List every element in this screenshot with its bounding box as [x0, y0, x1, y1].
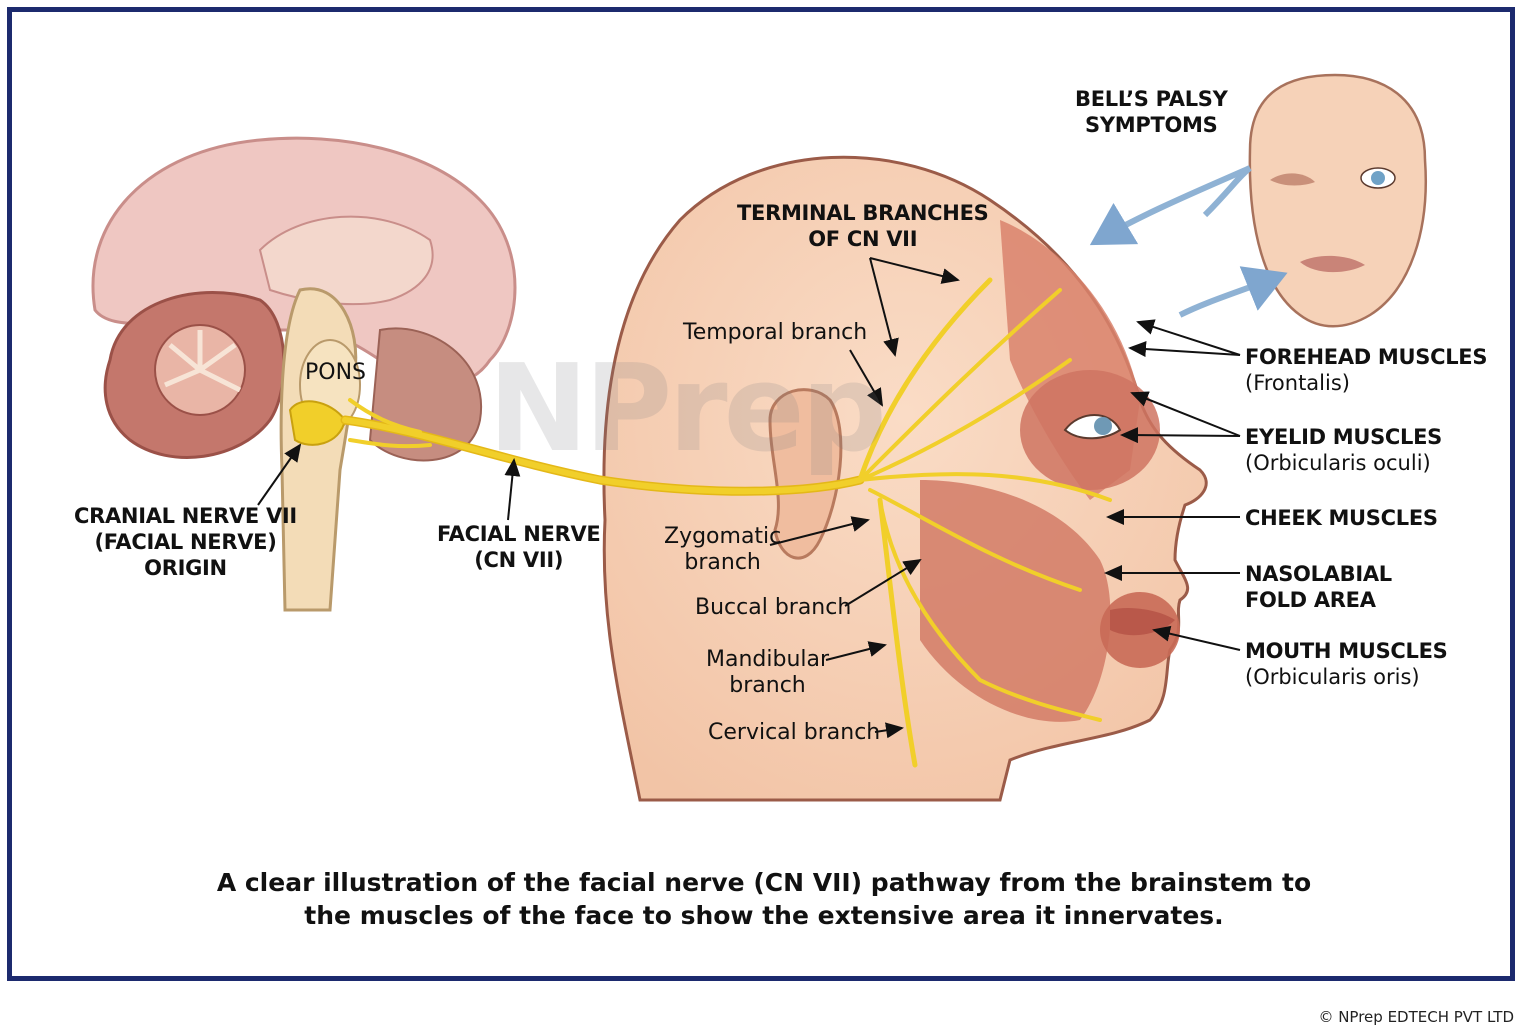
- leader-arrows: [257, 257, 1241, 739]
- mandibular-branch-nerve: [878, 498, 1102, 722]
- cranial-nerve-origin-label: CRANIAL NERVE VII(FACIAL NERVE)ORIGIN: [74, 504, 297, 580]
- zygomatic-branch-nerve: [858, 358, 1072, 482]
- buccal-branch-nerve: [868, 488, 1082, 592]
- facial-nerve-label: FACIAL NERVE(CN VII): [437, 522, 601, 572]
- brain-sagittal-section: [91, 136, 517, 612]
- forehead-muscles-label: FOREHEAD MUSCLES(Frontalis): [1245, 345, 1488, 395]
- copyright-notice: © NPrep EDTECH PVT LTD: [1318, 1008, 1514, 1026]
- eyelid-muscles-label: EYELID MUSCLES(Orbicularis oculi): [1245, 425, 1442, 475]
- buccal-branch-label: Buccal branch: [695, 595, 852, 620]
- figure-caption: A clear illustration of the facial nerve…: [216, 868, 1312, 930]
- drooping-eyelid: [1270, 173, 1315, 186]
- cervical-branch-nerve: [877, 497, 918, 768]
- patient-iris: [1371, 171, 1385, 185]
- watermark: NPrep: [488, 340, 887, 479]
- patient-face-outline: [1248, 73, 1427, 328]
- temporal-branch-nerve: [857, 277, 993, 483]
- temporal-branch-label: Temporal branch: [683, 320, 868, 345]
- pons-label: PONS: [305, 360, 367, 385]
- mouth-muscles-label: MOUTH MUSCLES(Orbicularis oris): [1245, 639, 1448, 689]
- bells-palsy-face: [1089, 73, 1427, 328]
- symptom-arrow-upper: [1089, 165, 1252, 246]
- ear: [768, 388, 843, 560]
- cervical-branch-label: Cervical branch: [708, 720, 881, 745]
- iris: [1094, 417, 1112, 435]
- facial-nerve-pathway: [340, 277, 1112, 768]
- cheek-muscles-label: CHEEK MUSCLES: [1245, 506, 1438, 530]
- drooping-mouth: [1300, 255, 1365, 273]
- symptom-arrow-lower: [1178, 266, 1288, 318]
